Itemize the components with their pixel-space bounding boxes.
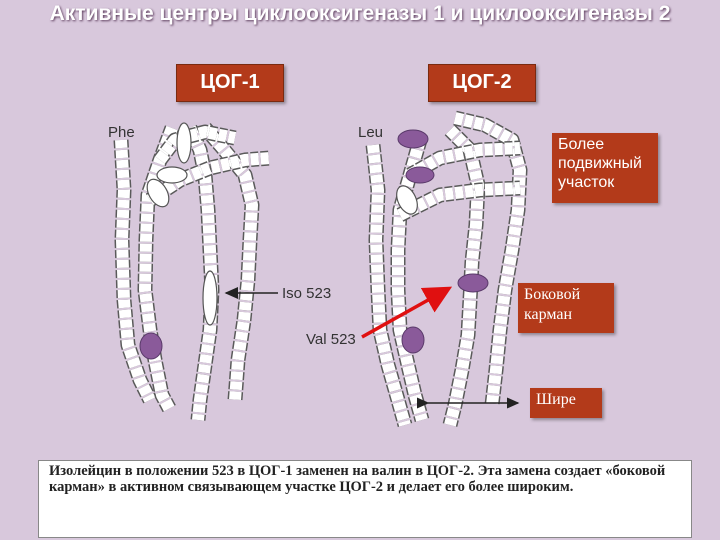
explanation-note: Изолейцин в положении 523 в ЦОГ-1 замене… xyxy=(38,460,692,538)
cox2-residue-white xyxy=(396,185,418,215)
cox1-iso-residue xyxy=(202,270,218,326)
cox2-leu-residue xyxy=(397,129,429,149)
tag-cox2: ЦОГ-2 xyxy=(428,64,536,102)
label-val523: Val 523 xyxy=(306,331,356,348)
cox1-residue-white-2 xyxy=(156,166,188,184)
slide-title: Активные центры циклооксигеназы 1 и цикл… xyxy=(49,2,671,25)
label-iso523: Iso 523 xyxy=(282,285,331,302)
cox2-purple-residue-lower xyxy=(401,326,425,354)
callout-mobile-region: Более подвижный участок xyxy=(552,133,658,203)
label-leu: Leu xyxy=(358,124,383,141)
cox1-residue-white-3 xyxy=(146,178,170,208)
callout-side-pocket: Боковой карман xyxy=(518,283,614,333)
label-phe: Phe xyxy=(108,124,135,141)
cox2-val-residue xyxy=(457,273,489,293)
side-pocket-red-arrow xyxy=(361,286,453,339)
cox1-phe-residue xyxy=(176,122,192,164)
cox2-channel xyxy=(365,110,528,428)
cox1-purple-residue xyxy=(139,332,163,360)
cox1-channel xyxy=(113,123,271,421)
callout-wider: Шире xyxy=(530,388,602,418)
cox2-residue-purple-2 xyxy=(405,166,435,184)
tag-cox1: ЦОГ-1 xyxy=(176,64,284,102)
